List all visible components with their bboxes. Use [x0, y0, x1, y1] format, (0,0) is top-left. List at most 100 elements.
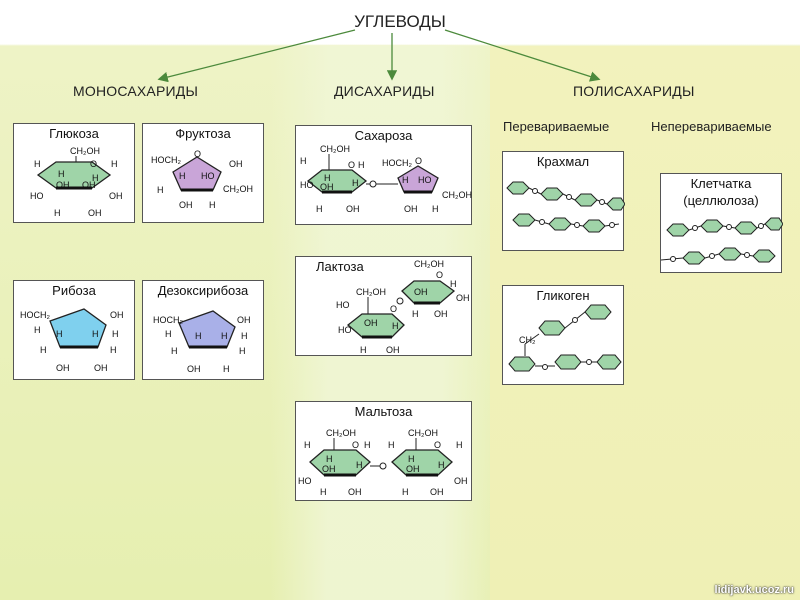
svg-text:H: H — [402, 487, 409, 497]
svg-text:H: H — [356, 460, 363, 470]
svg-text:H: H — [456, 440, 463, 450]
svg-text:H: H — [221, 331, 228, 341]
svg-text:OH: OH — [346, 204, 360, 214]
label-fructose: Фруктоза — [175, 126, 231, 141]
svg-text:H: H — [239, 346, 246, 356]
svg-text:CH₂OH: CH₂OH — [414, 259, 444, 269]
svg-text:OH: OH — [110, 310, 124, 320]
svg-text:OH: OH — [430, 487, 444, 497]
card-starch: Крахмал — [502, 151, 625, 251]
svg-text:HO: HO — [300, 180, 314, 190]
label-deoxyribose: Дезоксирибоза — [157, 283, 249, 298]
sucrose-structure: CH₂OH O H H H OH HO H H OH O HOCH₂ H HO … — [300, 144, 472, 214]
label-ribose: Рибоза — [52, 283, 96, 298]
svg-text:H: H — [209, 200, 216, 210]
svg-text:OH: OH — [348, 487, 362, 497]
svg-text:OH: OH — [187, 364, 201, 374]
svg-text:H: H — [408, 454, 415, 464]
svg-text:H: H — [112, 329, 119, 339]
maltose-structure: CH₂OH O H H H OH HO H H OH CH₂OH O H H H… — [298, 428, 468, 497]
svg-text:H: H — [110, 345, 117, 355]
label-maltose: Мальтоза — [354, 404, 413, 419]
svg-text:H: H — [171, 346, 178, 356]
ribose-structure: HOCH₂ OH H H H H H H OH OH — [20, 308, 124, 373]
svg-text:H: H — [352, 178, 359, 188]
category-poly: ПОЛИСАХАРИДЫ — [573, 83, 695, 99]
svg-text:H: H — [388, 440, 395, 450]
svg-text:O: O — [436, 270, 443, 280]
svg-text:HO: HO — [30, 191, 44, 201]
label-sucrose: Сахароза — [354, 128, 413, 143]
svg-text:OH: OH — [456, 293, 470, 303]
svg-text:O: O — [194, 149, 201, 159]
svg-text:O: O — [90, 159, 97, 169]
subcategory-digestible: Перевариваемые — [503, 119, 610, 134]
svg-text:H: H — [223, 364, 230, 374]
svg-text:OH: OH — [56, 180, 70, 190]
svg-text:H: H — [92, 173, 99, 183]
card-ribose: Рибоза HOCH₂ OH H H H H H H OH OH — [13, 280, 135, 380]
arrow-to-mono — [157, 29, 356, 83]
category-di: ДИСАХАРИДЫ — [334, 83, 435, 99]
svg-text:OH: OH — [406, 464, 420, 474]
svg-text:O: O — [390, 304, 397, 314]
svg-text:H: H — [241, 331, 248, 341]
svg-text:HO: HO — [338, 325, 352, 335]
svg-text:HOCH₂: HOCH₂ — [382, 158, 412, 168]
card-glucose: Глюкоза CH₂OH O H H H OH H OH HO OH H OH — [13, 123, 135, 223]
deoxyribose-structure: HOCH₂ OH H H H H H H OH H — [153, 310, 251, 374]
glucose-structure: CH₂OH O H H H OH H OH HO OH H OH — [30, 146, 123, 218]
svg-text:O: O — [434, 440, 441, 450]
svg-text:HO: HO — [418, 175, 432, 185]
label-glucose: Глюкоза — [49, 126, 99, 141]
svg-text:CH₂OH: CH₂OH — [442, 190, 472, 200]
svg-text:H: H — [358, 160, 365, 170]
svg-text:H: H — [324, 173, 331, 183]
svg-text:H: H — [111, 159, 118, 169]
svg-text:CH₂: CH₂ — [519, 335, 536, 345]
arrow-to-poly — [444, 29, 601, 82]
svg-text:H: H — [34, 159, 41, 169]
svg-text:HOCH₂: HOCH₂ — [20, 310, 50, 320]
svg-text:H: H — [92, 329, 99, 339]
svg-text:OH: OH — [237, 315, 251, 325]
svg-text:H: H — [165, 329, 172, 339]
svg-text:HO: HO — [336, 300, 350, 310]
svg-text:OH: OH — [434, 309, 448, 319]
svg-text:H: H — [320, 487, 327, 497]
svg-text:H: H — [432, 204, 439, 214]
card-glycogen: Гликоген CH₂ — [502, 285, 624, 385]
card-cellulose: Клетчатка (целлюлоза) — [660, 173, 783, 273]
svg-text:H: H — [157, 185, 164, 195]
label-cellulose: Клетчатка — [690, 176, 752, 191]
svg-text:H: H — [58, 169, 65, 179]
svg-text:OH: OH — [179, 200, 193, 210]
svg-text:H: H — [360, 345, 367, 355]
svg-text:H: H — [56, 329, 63, 339]
subcategory-indigestible: Неперевариваемые — [651, 119, 772, 134]
fructose-structure: O HOCH₂ OH H HO H CH₂OH OH H — [151, 149, 253, 210]
glycogen-structure: CH₂ — [508, 304, 622, 372]
svg-text:H: H — [392, 321, 399, 331]
svg-text:OH: OH — [322, 464, 336, 474]
svg-text:CH₂OH: CH₂OH — [326, 428, 356, 438]
svg-text:H: H — [326, 454, 333, 464]
svg-text:H: H — [40, 345, 47, 355]
svg-text:OH: OH — [109, 191, 123, 201]
label-glycogen: Гликоген — [536, 288, 590, 303]
svg-text:O: O — [415, 156, 422, 166]
svg-text:H: H — [450, 279, 457, 289]
svg-text:H: H — [438, 460, 445, 470]
card-sucrose: Сахароза CH₂OH O H H H OH HO H H OH O HO… — [295, 125, 472, 225]
card-maltose: Мальтоза CH₂OH O H H H OH HO H H OH CH₂O… — [295, 401, 472, 501]
diagram-title: УГЛЕВОДЫ — [354, 12, 446, 31]
svg-text:H: H — [300, 156, 307, 166]
svg-text:OH: OH — [88, 208, 102, 218]
card-lactose: Лактоза CH₂OH O HO HO OH H H OH CH₂OH O … — [295, 256, 472, 356]
svg-text:H: H — [412, 309, 419, 319]
svg-text:H: H — [54, 208, 61, 218]
svg-text:CH₂OH: CH₂OH — [356, 287, 386, 297]
svg-text:OH: OH — [404, 204, 418, 214]
svg-text:HOCH₂: HOCH₂ — [153, 315, 183, 325]
